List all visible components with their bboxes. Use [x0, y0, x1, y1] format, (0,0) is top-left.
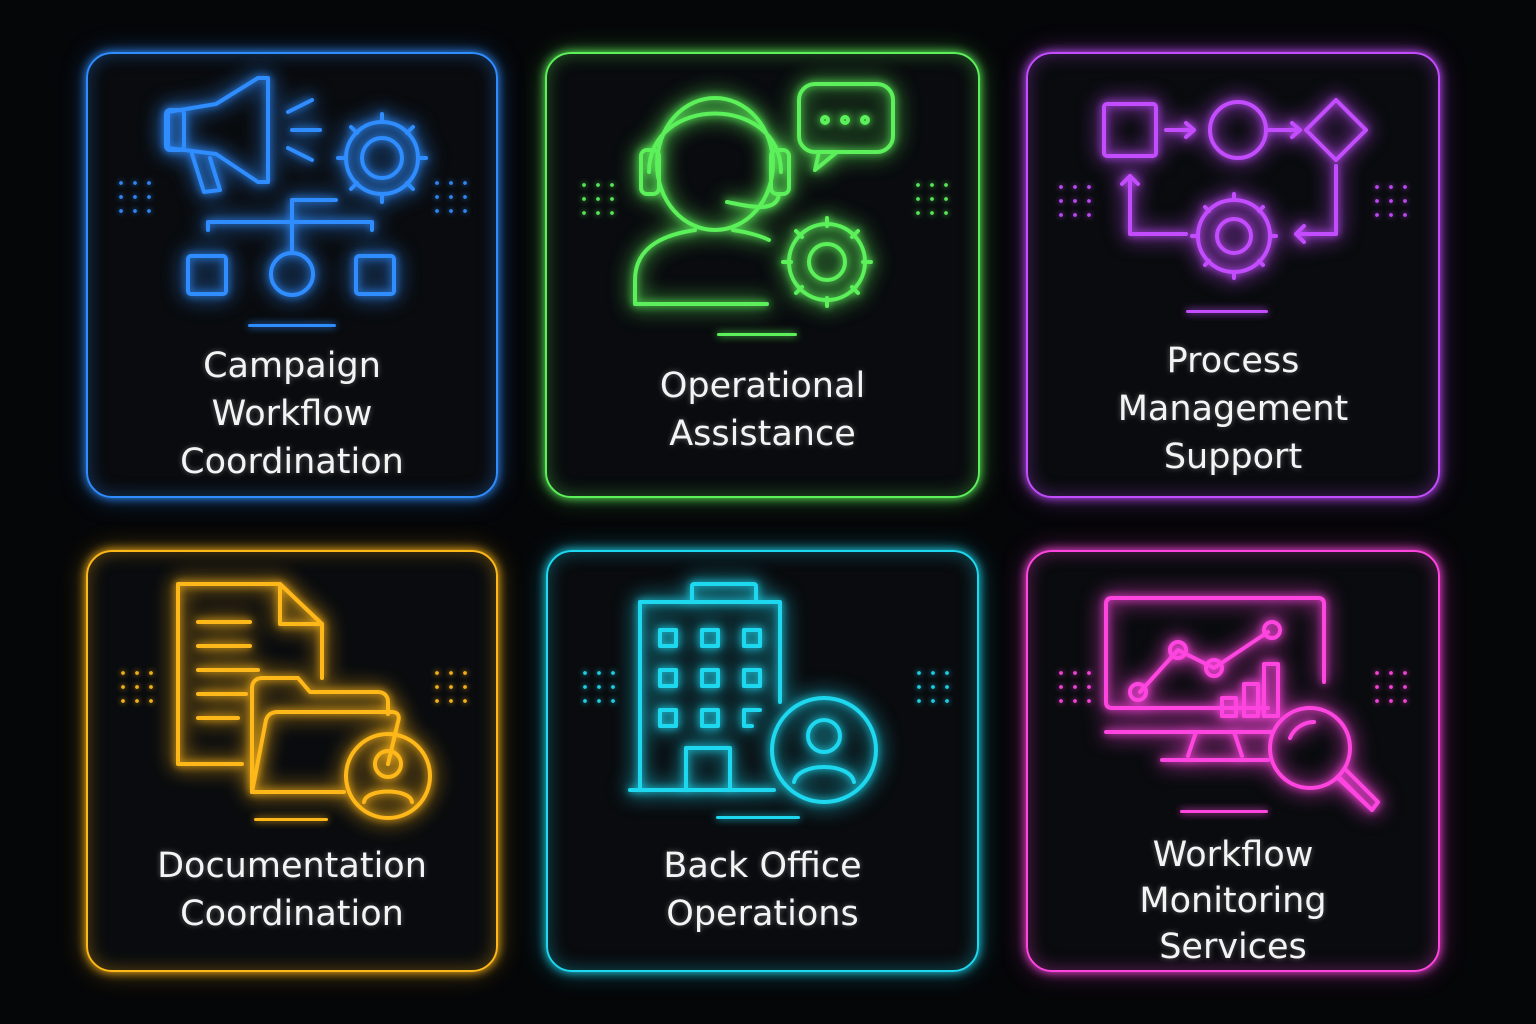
decorative-dots-right: [1370, 180, 1414, 218]
card-title-line: Operations: [666, 894, 859, 934]
decorative-dots-left: [114, 176, 158, 214]
card-title: Back Office Operations: [548, 842, 977, 938]
decorative-dots-right: [911, 178, 955, 216]
card-title: Operational Assistance: [547, 362, 978, 458]
divider-line: [717, 333, 797, 336]
card-title: Process Management Support: [1028, 337, 1438, 481]
card-title: Workflow Monitoring Services: [1028, 832, 1438, 970]
decorative-dots-left: [1054, 666, 1098, 704]
divider-line: [248, 324, 336, 327]
document-folder-user-icon: [88, 552, 500, 974]
card-title-line: Process: [1166, 341, 1300, 381]
card-title: Campaign Workflow Coordination: [88, 342, 496, 486]
process-flow-gear-icon: [1028, 54, 1442, 500]
card-title-line: Documentation: [157, 846, 427, 886]
card-title-line: Workflow: [1152, 835, 1314, 875]
card-title-line: Coordination: [180, 442, 404, 482]
card-title-line: Support: [1163, 437, 1303, 477]
card-title-line: Coordination: [180, 894, 404, 934]
decorative-dots-left: [116, 666, 160, 704]
service-card-process-management[interactable]: Process Management Support: [1026, 52, 1440, 498]
card-title-line: Services: [1159, 927, 1307, 967]
card-title-line: Management: [1117, 389, 1349, 429]
card-title-line: Workflow: [211, 394, 373, 434]
divider-line: [254, 818, 328, 821]
decorative-dots-left: [1054, 180, 1098, 218]
divider-line: [1186, 310, 1268, 313]
divider-line: [716, 816, 800, 819]
office-building-user-icon: [548, 552, 981, 974]
decorative-dots-right: [430, 176, 474, 214]
service-card-back-office[interactable]: Back Office Operations: [546, 550, 979, 972]
divider-line: [1180, 810, 1268, 813]
monitor-chart-magnifier-icon: [1028, 552, 1442, 974]
card-title: Documentation Coordination: [88, 842, 496, 938]
card-title-line: Operational: [659, 366, 866, 406]
service-card-campaign-workflow[interactable]: Campaign Workflow Coordination: [86, 52, 498, 498]
card-title-line: Assistance: [669, 414, 856, 454]
decorative-dots-right: [430, 666, 474, 704]
service-card-documentation[interactable]: Documentation Coordination: [86, 550, 498, 972]
service-card-operational-assistance[interactable]: Operational Assistance: [545, 52, 980, 498]
decorative-dots-right: [1370, 666, 1414, 704]
card-title-line: Campaign: [203, 346, 381, 386]
card-title-line: Monitoring: [1139, 881, 1327, 921]
card-title-line: Back Office: [663, 846, 862, 886]
decorative-dots-left: [577, 178, 621, 216]
support-agent-headset-icon: [547, 54, 982, 500]
service-card-workflow-monitoring[interactable]: Workflow Monitoring Services: [1026, 550, 1440, 972]
megaphone-gear-org-chart-icon: [88, 54, 500, 500]
decorative-dots-left: [578, 666, 622, 704]
decorative-dots-right: [912, 666, 956, 704]
